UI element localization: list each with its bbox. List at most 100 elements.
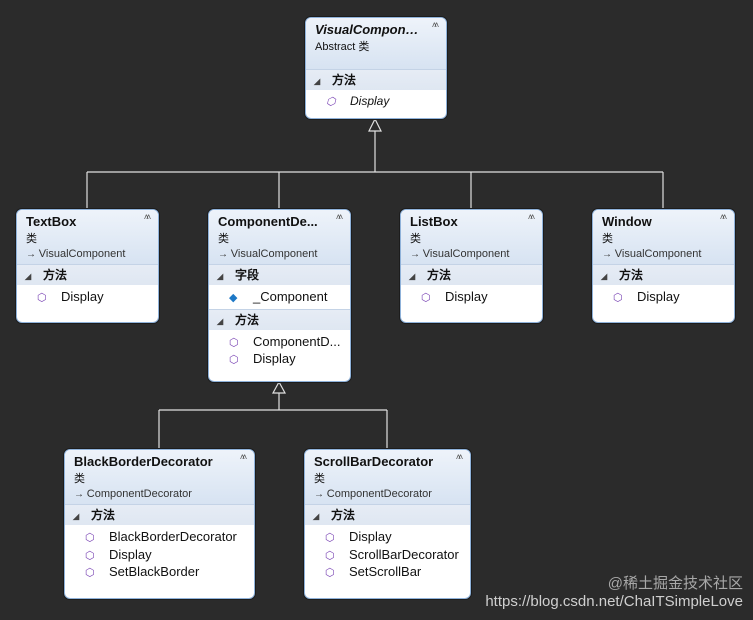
compartment-title: 方法 xyxy=(427,268,452,282)
method-icon: ⬡ xyxy=(37,292,47,304)
member-label: Display xyxy=(61,289,104,304)
member-item[interactable]: ⬡ScrollBarDecorator xyxy=(305,546,470,564)
class-base-type: → ComponentDecorator xyxy=(74,488,246,500)
member-list: ⬡Display xyxy=(306,90,446,114)
method-icon: ⬡ xyxy=(326,96,336,108)
class-box-compdec[interactable]: ComponentDe...类→ VisualComponent˄˄◢字段◆_C… xyxy=(208,209,351,382)
member-item[interactable]: ◆ _Component xyxy=(209,288,350,306)
compartment-header[interactable]: ◢ 方法 xyxy=(593,264,734,285)
member-item[interactable]: ⬡ Display xyxy=(17,288,158,306)
class-name: VisualComponent xyxy=(315,22,426,37)
compartment-title: 方法 xyxy=(43,268,68,282)
member-item[interactable]: ⬡Display xyxy=(65,546,254,564)
member-label: Display xyxy=(349,529,392,544)
class-kind: 类 xyxy=(314,473,325,485)
expand-triangle-icon[interactable]: ◢ xyxy=(314,77,321,86)
member-list: ◆ _Component xyxy=(209,285,350,309)
compartment-header[interactable]: ◢ 字段 xyxy=(209,264,350,285)
class-kind: 类 xyxy=(218,233,229,245)
method-icon: ⬡ xyxy=(229,336,239,349)
member-item[interactable]: ⬡Display xyxy=(401,288,542,306)
watermark-url: https://blog.csdn.net/ChaITSimpleLove xyxy=(485,593,743,610)
member-item[interactable]: ⬡Display xyxy=(306,93,446,111)
method-icon: ⬡ xyxy=(325,549,335,562)
class-name: Window xyxy=(602,214,652,229)
member-item[interactable]: ⬡Display xyxy=(593,288,734,306)
compartment-title: 方法 xyxy=(332,73,357,87)
inherits-arrow-icon: → xyxy=(602,249,615,260)
expand-triangle-icon[interactable]: ◢ xyxy=(217,272,224,281)
member-item[interactable]: ⬡ ComponentD... xyxy=(209,333,350,351)
inherits-arrow-icon: → xyxy=(218,249,231,260)
compartment-title: 方法 xyxy=(331,508,356,522)
expand-triangle-icon[interactable]: ◢ xyxy=(601,272,608,281)
base-type-label: VisualComponent xyxy=(38,248,126,260)
method-icon: ⬡ xyxy=(85,567,95,579)
class-kind: 类 xyxy=(26,233,37,245)
compartment-header[interactable]: ◢ 方法 xyxy=(17,264,158,285)
compartment-header[interactable]: ◢ 方法 xyxy=(401,264,542,285)
collapse-chevron-icon[interactable]: ˄˄ xyxy=(527,212,536,222)
inherits-arrow-icon: → xyxy=(74,489,87,500)
compartment-title: 方法 xyxy=(619,268,644,282)
member-label: Display xyxy=(253,351,296,366)
compartment-header[interactable]: ◢ 方法 xyxy=(65,504,254,525)
class-base-type: → VisualComponent xyxy=(602,248,726,260)
class-kind: 类 xyxy=(410,233,421,245)
expand-triangle-icon[interactable]: ◢ xyxy=(409,272,416,281)
base-type-label: VisualComponent xyxy=(614,248,702,260)
class-name: ComponentDe... xyxy=(218,214,318,229)
collapse-chevron-icon[interactable]: ˄˄ xyxy=(719,212,728,222)
expand-triangle-icon[interactable]: ◢ xyxy=(217,316,224,326)
member-item[interactable]: ⬡ Display xyxy=(305,528,470,546)
member-label: _Component xyxy=(253,289,328,304)
expand-triangle-icon[interactable]: ◢ xyxy=(313,512,320,521)
member-label: ComponentD... xyxy=(253,333,341,349)
member-list: ⬡ ComponentD...⬡Display xyxy=(209,330,350,371)
collapse-chevron-icon[interactable]: ˄˄ xyxy=(455,452,464,462)
collapse-chevron-icon[interactable]: ˄˄ xyxy=(431,20,440,30)
class-name: BlackBorderDecorator xyxy=(74,454,213,469)
member-label: SetScrollBar xyxy=(349,564,422,579)
member-list: ⬡Display xyxy=(401,285,542,309)
compartment-header[interactable]: ◢ 方法 xyxy=(209,308,350,330)
base-type-label: VisualComponent xyxy=(422,248,510,260)
member-list: ⬡Display⬡ScrollBarDecorator⬡SetScrollBar xyxy=(305,525,470,584)
base-type-label: ComponentDecorator xyxy=(326,488,432,500)
member-label: Display xyxy=(637,289,680,304)
compartment-title: 字段 xyxy=(235,268,260,282)
member-item[interactable]: ⬡SetScrollBar xyxy=(305,563,470,581)
compartment-header[interactable]: ◢ 方法 xyxy=(305,504,470,525)
watermark-platform: @稀土掘金技术社区 xyxy=(607,575,743,592)
expand-triangle-icon[interactable]: ◢ xyxy=(73,512,80,521)
compartment-title: 方法 xyxy=(91,508,116,522)
compartment-title: 方法 xyxy=(235,312,260,327)
expand-triangle-icon[interactable]: ◢ xyxy=(25,272,32,281)
member-item[interactable]: ⬡ BlackBorderDecorator xyxy=(65,528,254,546)
method-icon: ⬡ xyxy=(85,549,95,562)
member-item[interactable]: ⬡Display xyxy=(209,350,350,368)
member-label: BlackBorderDecorator xyxy=(109,529,237,544)
compartment-header[interactable]: ◢ 方法 xyxy=(306,69,446,90)
member-label: Display xyxy=(445,289,488,304)
collapse-chevron-icon[interactable]: ˄˄ xyxy=(239,452,248,462)
method-icon: ⬡ xyxy=(85,532,95,544)
method-icon: ⬡ xyxy=(325,532,335,544)
class-name: TextBox xyxy=(26,214,77,229)
member-item[interactable]: ⬡SetBlackBorder xyxy=(65,563,254,581)
inherits-arrow-icon: → xyxy=(314,489,327,500)
collapse-chevron-icon[interactable]: ˄˄ xyxy=(143,212,152,222)
field-icon: ◆ xyxy=(229,292,238,304)
collapse-chevron-icon[interactable]: ˄˄ xyxy=(335,212,344,222)
